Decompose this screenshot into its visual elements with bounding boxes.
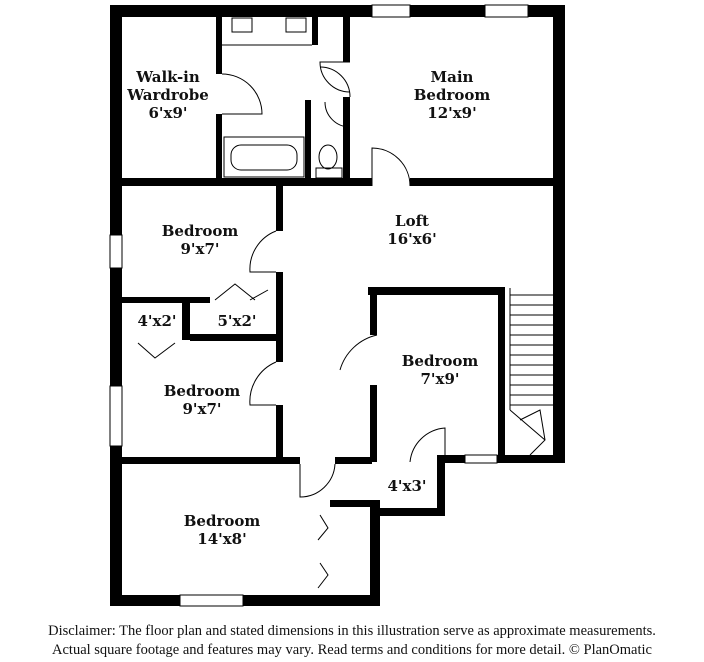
bedroom-right-label: Bedroom — [402, 352, 479, 370]
walkin-wardrobe-label-1: Walk-in — [135, 68, 200, 86]
staircase — [509, 288, 553, 456]
disclaimer-line-1: Disclaimer: The floor plan and stated di… — [48, 623, 656, 639]
walkin-wardrobe-label-2: Wardrobe — [126, 86, 209, 104]
disclaimer-line-2: Actual square footage and features may v… — [52, 642, 652, 658]
room-labels: Walk-in Wardrobe 6'x9' Main Bedroom 12'x… — [126, 68, 490, 548]
bedroom-upper-left-label: Bedroom — [162, 222, 239, 240]
bedroom-bottom-label: Bedroom — [184, 512, 261, 530]
fixtures — [109, 4, 553, 607]
main-bedroom-label-2: Bedroom — [414, 86, 491, 104]
bedroom-right-size: 7'x9' — [420, 370, 459, 388]
closet-4x3-label: 4'x3' — [387, 477, 426, 495]
bedroom-lower-left-size: 9'x7' — [182, 400, 221, 418]
closet-5x2-label: 5'x2' — [217, 312, 256, 330]
closet-4x2-label: 4'x2' — [137, 312, 176, 330]
bedroom-bottom-size: 14'x8' — [197, 530, 246, 548]
loft-label: Loft — [395, 212, 429, 230]
bedroom-lower-left-label: Bedroom — [164, 382, 241, 400]
main-bedroom-size: 12'x9' — [427, 104, 476, 122]
main-bedroom-label-1: Main — [431, 68, 474, 86]
disclaimer: Disclaimer: The floor plan and stated di… — [0, 622, 704, 660]
walkin-wardrobe-size: 6'x9' — [148, 104, 187, 122]
loft-size: 16'x6' — [387, 230, 436, 248]
bedroom-upper-left-size: 9'x7' — [180, 240, 219, 258]
walls — [110, 5, 565, 606]
